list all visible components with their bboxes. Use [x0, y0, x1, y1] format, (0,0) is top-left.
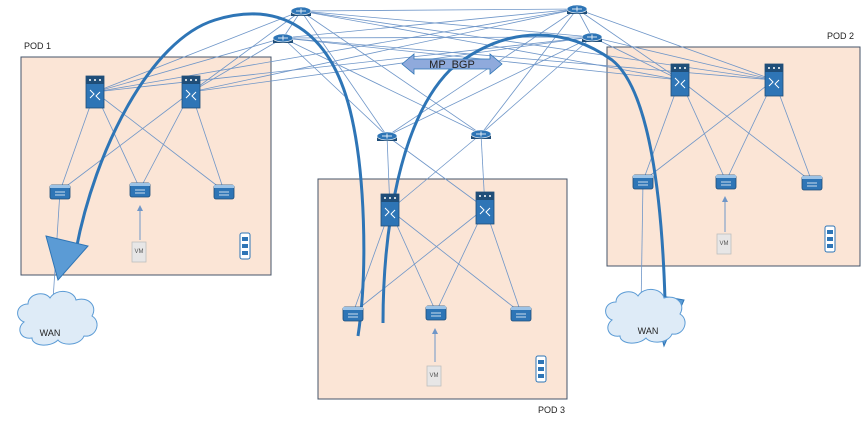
leaf-switch-icon: [801, 175, 823, 191]
spine-switch-icon: [670, 63, 690, 97]
spine-leaf-link: [59, 91, 96, 192]
leaf-switch-icon: [213, 184, 235, 200]
superspine-link: [300, 10, 593, 38]
pod-uplink: [94, 36, 593, 93]
spine-leaf-link: [352, 209, 391, 314]
spine-switch-icon: [764, 63, 784, 97]
leaf-switch-icon: [510, 306, 532, 322]
leaf-switch-icon: [425, 305, 447, 321]
pod-uplink: [94, 10, 302, 93]
pod-uplink: [300, 10, 482, 135]
superspine-router-icon: [290, 6, 312, 16]
pod-uplink: [389, 133, 482, 211]
spine-leaf-link: [190, 91, 225, 192]
superspine-link: [282, 36, 593, 39]
wan-cloud-right: WAN: [605, 289, 686, 344]
spine-leaf-link: [389, 209, 437, 313]
pod-3-label: POD 3: [538, 405, 565, 415]
superspine-link: [282, 8, 578, 39]
leaf-switch-icon: [632, 174, 654, 190]
arc-arrowhead-pod1: [45, 235, 89, 282]
storage-icon: [239, 232, 251, 260]
storage-icon: [535, 355, 547, 383]
pod-3-box: [317, 178, 568, 400]
pod-uplink: [190, 37, 284, 93]
wan-link: [640, 180, 644, 311]
spine-switch-icon: [475, 191, 495, 225]
spine-leaf-link: [435, 207, 486, 313]
pod-uplink: [190, 8, 578, 93]
devices: VM VM VM: [41, 4, 836, 387]
network-links: [51, 8, 813, 362]
spine-switch-icon: [181, 75, 201, 109]
pod-uplink: [480, 8, 578, 135]
pod-1-label: POD 1: [24, 41, 51, 51]
pod-uplink: [94, 8, 578, 93]
vm-link-arrowhead: [432, 328, 438, 334]
pod-uplink: [300, 10, 388, 137]
superspine-router-icon: [376, 131, 398, 141]
superspine-router-icon: [581, 32, 603, 42]
traffic-arc-pod1: [74, 12, 366, 337]
spine-leaf-link: [389, 209, 522, 314]
vm-link-arrowhead: [137, 205, 143, 211]
vm-icon: VM: [426, 365, 442, 387]
spine-switch-icon: [85, 75, 105, 109]
pod-uplink: [94, 37, 284, 93]
pod-uplink: [591, 36, 775, 81]
spine-leaf-link: [725, 79, 775, 182]
spine-leaf-link: [679, 79, 813, 183]
leaf-switch-icon: [49, 184, 71, 200]
pod-uplink: [576, 8, 775, 81]
spine-switch-icon: [380, 193, 400, 227]
pod-uplink: [300, 10, 775, 81]
vm-icon: VM: [131, 241, 147, 263]
spine-leaf-link: [679, 79, 727, 182]
spine-leaf-link: [94, 91, 225, 192]
pod-2-label: POD 2: [827, 31, 854, 41]
pod-uplink: [282, 37, 775, 81]
vm-label: VM: [135, 249, 144, 255]
vm-link-arrowhead: [722, 196, 728, 202]
pod-2-box: [606, 46, 861, 267]
superspine-link: [300, 8, 578, 12]
leaf-switch-icon: [129, 182, 151, 198]
traffic-arc-pod2: [381, 33, 667, 324]
pod-uplink: [282, 37, 388, 137]
spine-leaf-link: [642, 79, 681, 182]
leaf-switch-icon: [715, 174, 737, 190]
spine-leaf-link: [352, 207, 486, 314]
vm-label: VM: [430, 373, 439, 379]
pod-uplink: [282, 37, 482, 135]
mp-bgp-arrow: [401, 53, 503, 75]
wan-cloud-left: WAN: [17, 291, 98, 346]
pod-uplink: [576, 8, 681, 81]
spine-leaf-link: [642, 79, 775, 182]
wan-label-left: WAN: [40, 328, 61, 338]
vm-icon: VM: [716, 233, 732, 255]
pod-uplink: [190, 36, 593, 93]
vm-label: VM: [720, 241, 729, 247]
pod-1-box: [20, 56, 272, 276]
mp-bgp-label: MP BGP: [429, 59, 475, 71]
storage-icon: [824, 225, 836, 253]
pod-uplink: [480, 36, 593, 135]
spine-leaf-link: [773, 79, 813, 183]
superspine-router-icon: [566, 4, 588, 14]
superspine-router-icon: [470, 129, 492, 139]
leaf-switch-icon: [342, 306, 364, 322]
superspine-router-icon: [272, 33, 294, 43]
pod-uplink: [190, 10, 302, 93]
spine-leaf-link: [484, 207, 522, 314]
pod-uplink: [386, 36, 593, 137]
spine-leaf-link: [59, 91, 192, 192]
pod-uplink: [591, 36, 681, 81]
wan-label-right: WAN: [638, 326, 659, 336]
